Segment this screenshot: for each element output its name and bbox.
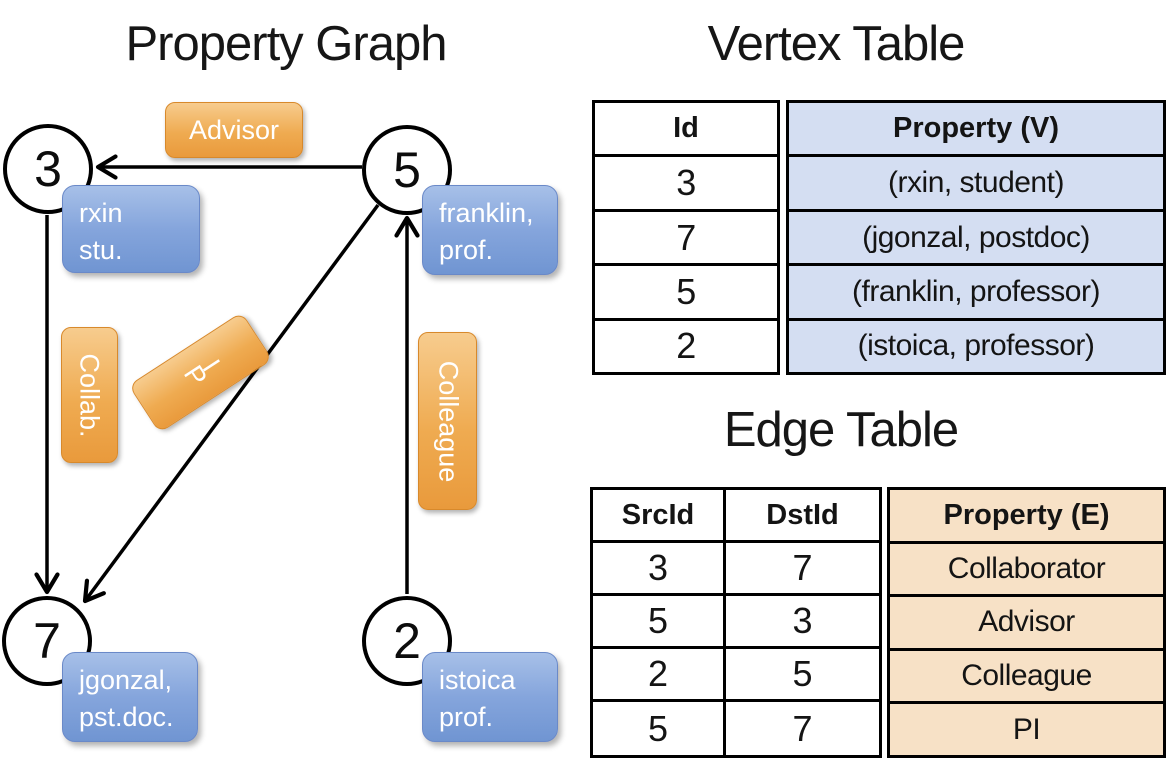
vertex-id-cell: 7 — [595, 212, 777, 267]
vertex-prop-box-istoica: istoica prof. — [422, 652, 558, 742]
edge-dst-cell: 3 — [726, 596, 879, 649]
edge-label-collab: Collab. — [61, 327, 118, 463]
prop-line: rxin — [79, 198, 123, 228]
edge-property-cell: PI — [1012, 712, 1041, 746]
property-graph-title: Property Graph — [125, 17, 448, 71]
vertex-property-cell: (jgonzal, postdoc) — [789, 212, 1163, 267]
edge-dst-cell: 7 — [792, 707, 813, 749]
edge-table-src-dst-columns: SrcId DstId 3 7 5 3 2 5 5 7 — [590, 487, 882, 758]
edge-property-cell: Colleague — [890, 651, 1163, 705]
edge-label-advisor: Advisor — [165, 102, 303, 158]
vertex-prop-box-franklin: franklin, prof. — [422, 185, 558, 275]
vertex-property-header: Property (V) — [789, 103, 1163, 158]
edge-src-cell: 2 — [593, 649, 726, 702]
prop-line: pst.doc. — [79, 702, 174, 732]
vertex-id-header: Id — [595, 103, 777, 158]
edge-dst-cell: 5 — [726, 649, 879, 702]
prop-line: jgonzal, — [79, 665, 173, 695]
vertex-id-cell: 5 — [595, 266, 777, 321]
prop-line: prof. — [439, 235, 494, 265]
vertex-prop-box-jgonzal: jgonzal, pst.doc. — [62, 652, 198, 742]
vertex-prop-box-rxin: rxin stu. — [62, 185, 200, 273]
prop-line: istoica — [439, 665, 516, 695]
vertex-id-cell: 2 — [676, 325, 696, 367]
edge-dst-header: DstId — [726, 490, 879, 543]
vertex-property-cell: (rxin, student) — [789, 157, 1163, 212]
edge-src-header: SrcId — [593, 490, 726, 543]
node-7-id: 7 — [33, 613, 61, 669]
node-5-id: 5 — [393, 142, 421, 198]
edge-src-cell: 3 — [593, 543, 726, 596]
node-3-id: 3 — [34, 141, 62, 197]
vertex-table-title: Vertex Table — [707, 17, 966, 71]
vertex-property-cell: (franklin, professor) — [789, 266, 1163, 321]
prop-line: stu. — [79, 235, 123, 265]
edge-property-header: Property (E) — [890, 490, 1163, 544]
prop-line: franklin, — [439, 198, 534, 228]
graph-edges — [34, 154, 420, 604]
edge-table-title: Edge Table — [723, 403, 959, 457]
vertex-table-property-column: Property (V) (rxin, student) (jgonzal, p… — [786, 100, 1166, 375]
vertex-id-cell: 3 — [595, 157, 777, 212]
vertex-property-cell: (istoica, professor) — [857, 329, 1095, 363]
edge-dst-cell: 7 — [726, 543, 879, 596]
edge-property-cell: Collaborator — [890, 544, 1163, 598]
edge-5-to-7 — [82, 203, 380, 604]
edge-label-colleague: Colleague — [418, 332, 477, 510]
vertex-table-id-column: Id 3 7 5 2 — [592, 100, 780, 375]
graph-node-5: 5 — [362, 125, 452, 215]
edge-property-cell: Advisor — [890, 597, 1163, 651]
edge-label-collab-text: Collab. — [75, 352, 106, 438]
edge-src-cell: 5 — [593, 596, 726, 649]
edge-table-property-column: Property (E) Collaborator Advisor Collea… — [887, 487, 1166, 758]
graph-node-2: 2 — [362, 596, 452, 686]
edge-src-cell: 5 — [593, 702, 726, 755]
prop-line: prof. — [439, 702, 494, 732]
edge-label-colleague-text: Colleague — [433, 360, 463, 482]
node-2-id: 2 — [393, 613, 421, 669]
